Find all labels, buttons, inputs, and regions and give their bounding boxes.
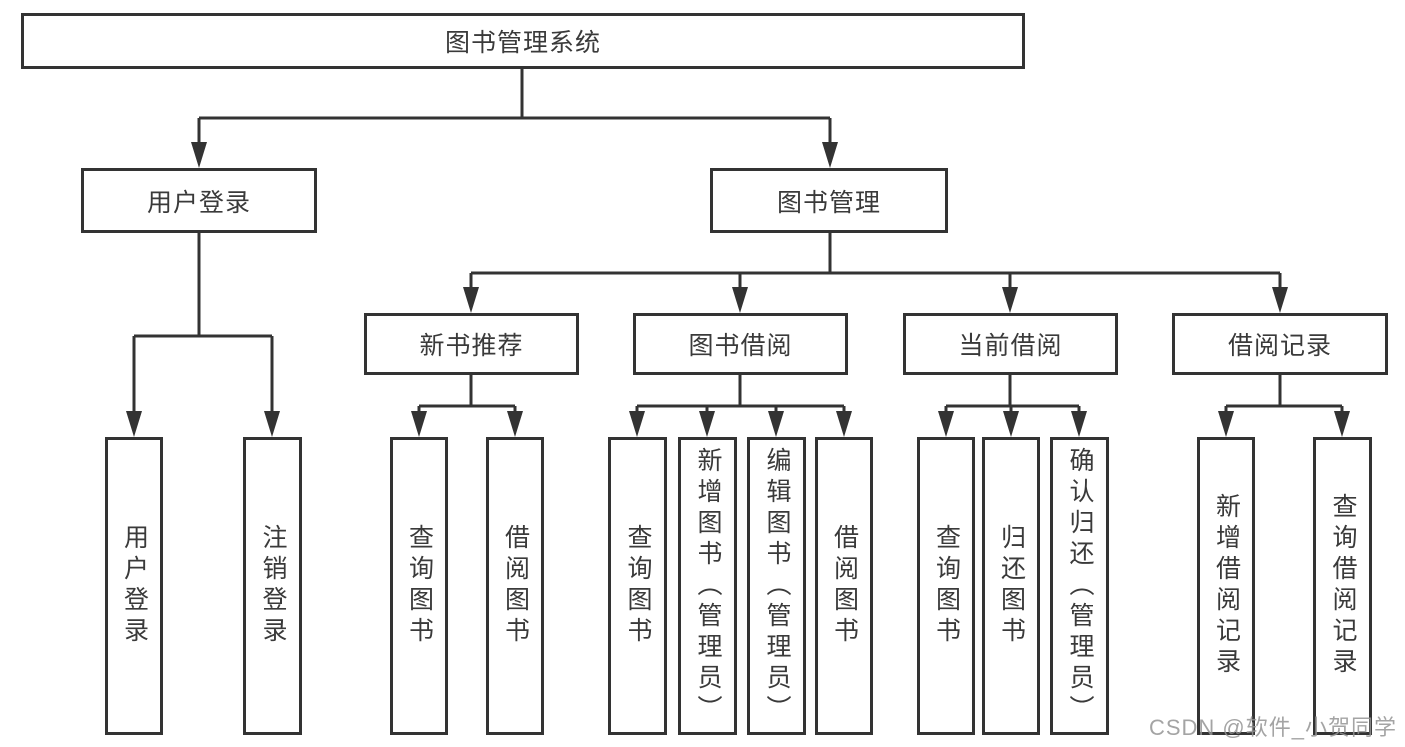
node-borrowing-records: 借阅记录 [1172, 313, 1388, 375]
node-label: 用户登录 [146, 188, 251, 217]
leaf-label: 新增图书（管理员） [694, 446, 722, 726]
leaf-query-books-recommend: 查询图书 [390, 437, 448, 735]
leaf-label: 新增借阅记录 [1212, 493, 1241, 679]
leaf-label: 归还图书 [997, 524, 1026, 648]
leaf-user-login: 用户登录 [105, 437, 163, 735]
leaf-confirm-return-admin: 确认归还（管理员） [1050, 437, 1109, 735]
leaf-label: 查询图书 [624, 524, 652, 648]
leaf-return-books: 归还图书 [982, 437, 1040, 735]
node-current-borrowing: 当前借阅 [903, 313, 1118, 375]
node-label: 图书管理 [776, 188, 881, 217]
leaf-edit-books-admin: 编辑图书（管理员） [747, 437, 806, 735]
leaf-borrow-books: 借阅图书 [815, 437, 873, 735]
node-book-borrowing: 图书借阅 [633, 313, 848, 375]
node-book-management: 图书管理 [710, 168, 948, 233]
leaf-borrow-books-recommend: 借阅图书 [486, 437, 544, 735]
leaf-add-borrow-record: 新增借阅记录 [1197, 437, 1255, 735]
node-label: 借阅记录 [1227, 332, 1332, 360]
leaf-label: 查询图书 [405, 524, 434, 648]
node-library-management-system: 图书管理系统 [21, 13, 1025, 69]
leaf-label: 借阅图书 [501, 524, 530, 648]
leaf-logout: 注销登录 [243, 437, 302, 735]
node-label: 新书推荐 [419, 332, 524, 360]
leaf-label: 编辑图书（管理员） [763, 446, 791, 726]
node-label: 当前借阅 [958, 332, 1063, 360]
node-new-book-recommend: 新书推荐 [364, 313, 579, 375]
node-label: 图书借阅 [688, 332, 793, 360]
node-user-login: 用户登录 [81, 168, 317, 233]
leaf-label: 借阅图书 [830, 524, 859, 648]
leaf-label: 确认归还（管理员） [1066, 446, 1094, 726]
leaf-add-books-admin: 新增图书（管理员） [678, 437, 737, 735]
leaf-query-borrow-record: 查询借阅记录 [1313, 437, 1372, 735]
leaf-label: 查询图书 [932, 524, 961, 648]
leaf-label: 用户登录 [120, 524, 149, 648]
leaf-query-books-current: 查询图书 [917, 437, 975, 735]
csdn-watermark: CSDN @软件_小贺同学 [1148, 715, 1397, 740]
leaf-label: 注销登录 [259, 524, 287, 648]
leaf-label: 查询借阅记录 [1329, 493, 1357, 679]
node-label: 图书管理系统 [444, 29, 601, 57]
leaf-query-books-borrow: 查询图书 [608, 437, 667, 735]
